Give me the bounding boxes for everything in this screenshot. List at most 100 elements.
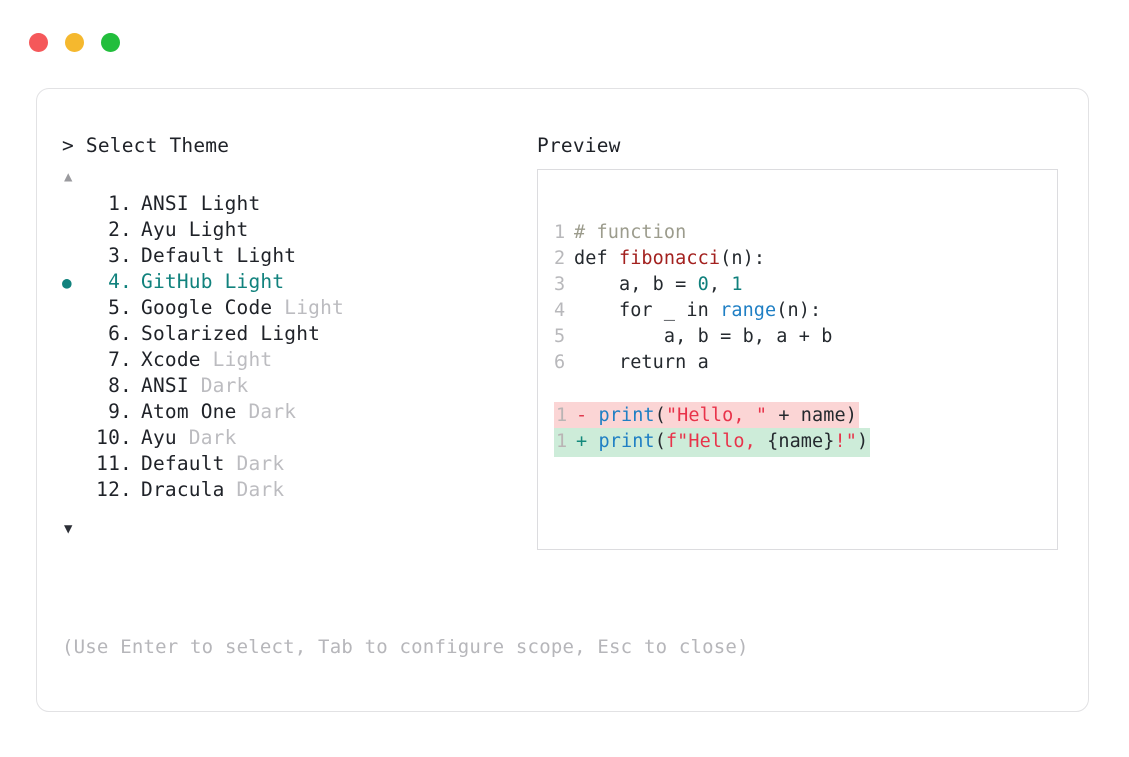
diff-highlight: 1+ print(f"Hello, {name}!") bbox=[554, 428, 871, 457]
code-token: , bbox=[708, 274, 732, 295]
theme-list-column: > Select Theme ▲ 1. ANSI Light 2. Ayu Light… bbox=[62, 133, 532, 539]
theme-item-index: 9. bbox=[108, 400, 132, 423]
theme-item-variant: Light bbox=[200, 192, 261, 215]
theme-item-index: 7. bbox=[108, 348, 132, 371]
theme-item-variant: Light bbox=[260, 322, 321, 345]
code-token: "Hello, " bbox=[665, 405, 768, 426]
theme-list-item[interactable]: ● 4. GitHub Light bbox=[62, 269, 532, 295]
code-token: (n): bbox=[720, 248, 766, 269]
theme-item-index: 10. bbox=[96, 426, 132, 449]
code-token: !" bbox=[834, 431, 858, 452]
preview-title: Preview bbox=[537, 134, 621, 157]
theme-list-item[interactable]: 10. Ayu Dark bbox=[62, 425, 532, 451]
theme-item-name: Solarized Light bbox=[141, 322, 321, 345]
diff-line-number: 1 bbox=[556, 405, 568, 426]
theme-item-index: 4. bbox=[108, 270, 132, 293]
theme-list-item[interactable]: 5. Google Code Light bbox=[62, 295, 532, 321]
theme-item-name: Default Dark bbox=[141, 452, 285, 475]
theme-item-index: 6. bbox=[108, 322, 132, 345]
theme-item-name: ANSI Dark bbox=[141, 374, 249, 397]
code-line-number: 3 bbox=[554, 274, 566, 295]
code-token: range bbox=[720, 300, 777, 321]
code-line: 2 def fibonacci(n): bbox=[554, 246, 870, 272]
diff-highlight: 1- print("Hello, " + name) bbox=[554, 402, 859, 431]
diff-line-minus: 1- print("Hello, " + name) bbox=[554, 402, 870, 431]
code-line-number: 5 bbox=[554, 326, 566, 347]
panel-columns: > Select Theme ▲ 1. ANSI Light 2. Ayu Light… bbox=[37, 89, 1088, 711]
theme-item-variant: Light bbox=[212, 348, 273, 371]
code-token: f"Hello, bbox=[665, 431, 768, 452]
theme-list: 1. ANSI Light 2. Ayu Light 3. Default Light ● 4… bbox=[62, 191, 532, 503]
theme-item-index: 12. bbox=[96, 478, 132, 501]
code-token: return a bbox=[574, 352, 709, 373]
code-line: 3 a, b = 0, 1 bbox=[554, 272, 870, 298]
theme-item-name: GitHub Light bbox=[141, 270, 285, 293]
code-token: for _ in bbox=[574, 300, 721, 321]
code-token: (n): bbox=[776, 300, 822, 321]
code-token: # function bbox=[574, 222, 687, 243]
theme-item-name: Dracula Dark bbox=[141, 478, 285, 501]
theme-item-index: 5. bbox=[108, 296, 132, 319]
code-token: def bbox=[574, 248, 619, 269]
theme-item-variant: Light bbox=[284, 296, 344, 319]
code-line-number: 4 bbox=[554, 300, 566, 321]
code-line: 5 a, b = b, a + b bbox=[554, 324, 870, 350]
theme-list-item[interactable]: 12. Dracula Dark bbox=[62, 477, 532, 503]
select-theme-prompt: > Select Theme bbox=[62, 134, 230, 157]
maximize-window-icon[interactable] bbox=[101, 33, 120, 52]
code-blank-line bbox=[554, 376, 870, 402]
theme-item-index: 3. bbox=[108, 244, 132, 267]
theme-item-name: Default Light bbox=[141, 244, 297, 267]
theme-item-name: ANSI Light bbox=[141, 192, 261, 215]
theme-item-index: 1. bbox=[108, 192, 132, 215]
code-line: 6 return a bbox=[554, 350, 870, 376]
theme-list-item[interactable]: 7. Xcode Light bbox=[62, 347, 532, 373]
diff-sign: + bbox=[576, 431, 599, 452]
selected-bullet-icon: ● bbox=[62, 273, 72, 292]
theme-item-name: Atom One Dark bbox=[141, 400, 297, 423]
theme-item-variant: Light bbox=[236, 244, 297, 267]
code-token: ( bbox=[654, 405, 666, 426]
code-line-number: 6 bbox=[554, 352, 566, 373]
theme-item-index: 11. bbox=[96, 452, 132, 475]
code-line-number: 2 bbox=[554, 248, 566, 269]
theme-item-name: Ayu Light bbox=[141, 218, 249, 241]
theme-item-name: Xcode Light bbox=[141, 348, 273, 371]
theme-list-item[interactable]: 8.ANSI Dark bbox=[62, 373, 532, 399]
theme-list-item[interactable]: 11. Default Dark bbox=[62, 451, 532, 477]
code-token: print bbox=[598, 405, 655, 426]
theme-item-name: Google Code Light bbox=[141, 296, 344, 319]
theme-item-variant: Dark bbox=[236, 478, 285, 501]
theme-item-name: Ayu Dark bbox=[141, 426, 237, 449]
theme-item-variant: Light bbox=[224, 270, 285, 293]
theme-selector-panel: > Select Theme ▲ 1. ANSI Light 2. Ayu Light… bbox=[36, 88, 1089, 712]
code-token: print bbox=[598, 431, 655, 452]
theme-list-item[interactable]: 6. Solarized Light bbox=[62, 321, 532, 347]
code-token: + name) bbox=[767, 405, 857, 426]
theme-item-variant: Light bbox=[188, 218, 249, 241]
code-token: a, b = b, a + b bbox=[574, 326, 833, 347]
theme-list-item[interactable]: 3. Default Light bbox=[62, 243, 532, 269]
code-token: fibonacci bbox=[618, 248, 721, 269]
diff-sign: - bbox=[576, 405, 599, 426]
theme-item-variant: Dark bbox=[188, 426, 237, 449]
code-token: 1 bbox=[731, 274, 743, 295]
theme-item-variant: Dark bbox=[236, 452, 285, 475]
code-line-number: 1 bbox=[554, 222, 566, 243]
keyboard-hint: (Use Enter to select, Tab to configure s… bbox=[62, 636, 749, 658]
theme-list-item[interactable]: 9. Atom One Dark bbox=[62, 399, 532, 425]
minimize-window-icon[interactable] bbox=[65, 33, 84, 52]
theme-item-index: 2. bbox=[108, 218, 132, 241]
code-token: ) bbox=[857, 431, 869, 452]
code-line: 4 for _ in range(n): bbox=[554, 298, 870, 324]
theme-list-item[interactable]: 1. ANSI Light bbox=[62, 191, 532, 217]
scroll-down-icon[interactable]: ▼ bbox=[64, 521, 73, 537]
theme-list-item[interactable]: 2. Ayu Light bbox=[62, 217, 532, 243]
scroll-up-icon[interactable]: ▲ bbox=[64, 169, 73, 185]
close-window-icon[interactable] bbox=[29, 33, 48, 52]
code-token: a, b = bbox=[574, 274, 698, 295]
code-token: {name} bbox=[767, 431, 835, 452]
